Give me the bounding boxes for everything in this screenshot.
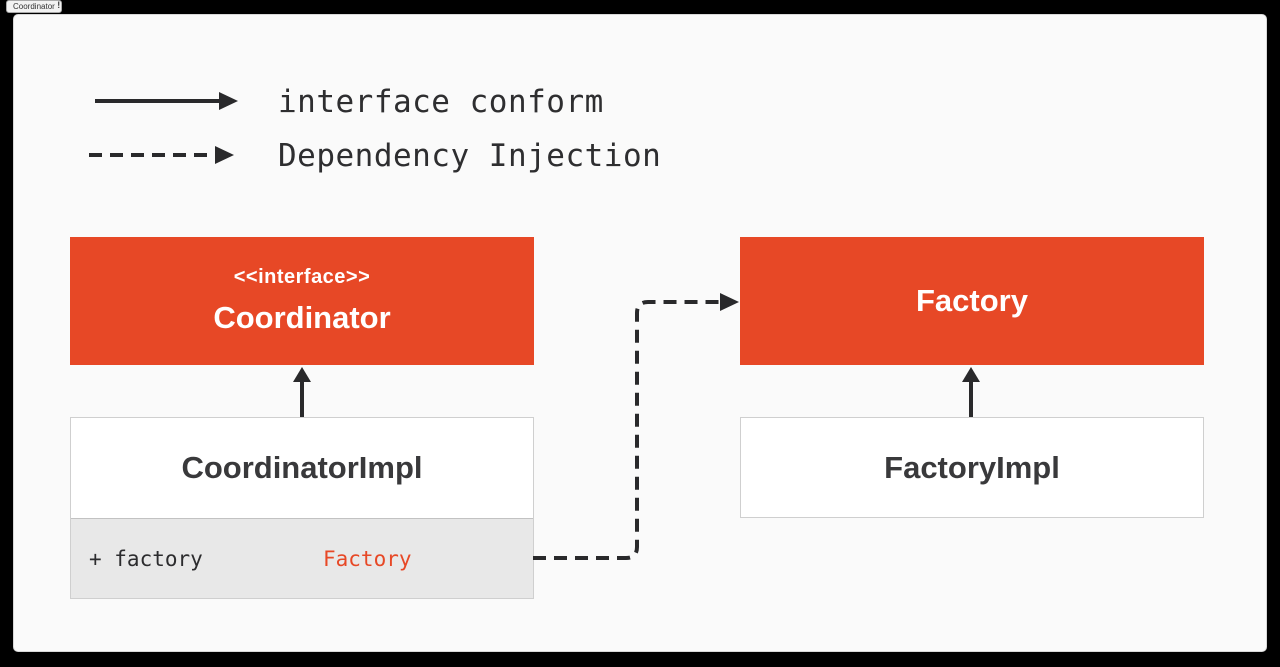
coordinator-impl-name: CoordinatorImpl — [181, 450, 423, 485]
factory-impl-name: FactoryImpl — [884, 449, 1060, 485]
legend-label-interface-conform: interface conform — [278, 84, 604, 120]
window-tab-label: Coordinator — [13, 2, 55, 11]
coordinator-stereotype: <<interface>> — [233, 266, 371, 288]
legend-label-dependency-injection: Dependency Injection — [278, 138, 662, 174]
coordinator-impl-attributes: + factory Factory — [71, 518, 533, 598]
tab-modified-indicator: ! — [56, 1, 62, 11]
factory-attribute-label: + factory — [89, 546, 203, 571]
window-tab-coordinator[interactable]: Coordinator — [6, 0, 62, 13]
factory-impl-box: FactoryImpl — [740, 417, 1204, 518]
coordinator-name: Coordinator — [213, 300, 391, 335]
coordinator-impl-box: CoordinatorImpl + factory Factory — [70, 417, 534, 599]
factory-attribute-type: Factory — [323, 546, 412, 571]
factory-interface-box: Factory — [740, 237, 1204, 365]
coordinator-interface-box: <<interface>> Coordinator — [70, 237, 534, 365]
factory-name: Factory — [916, 283, 1028, 318]
